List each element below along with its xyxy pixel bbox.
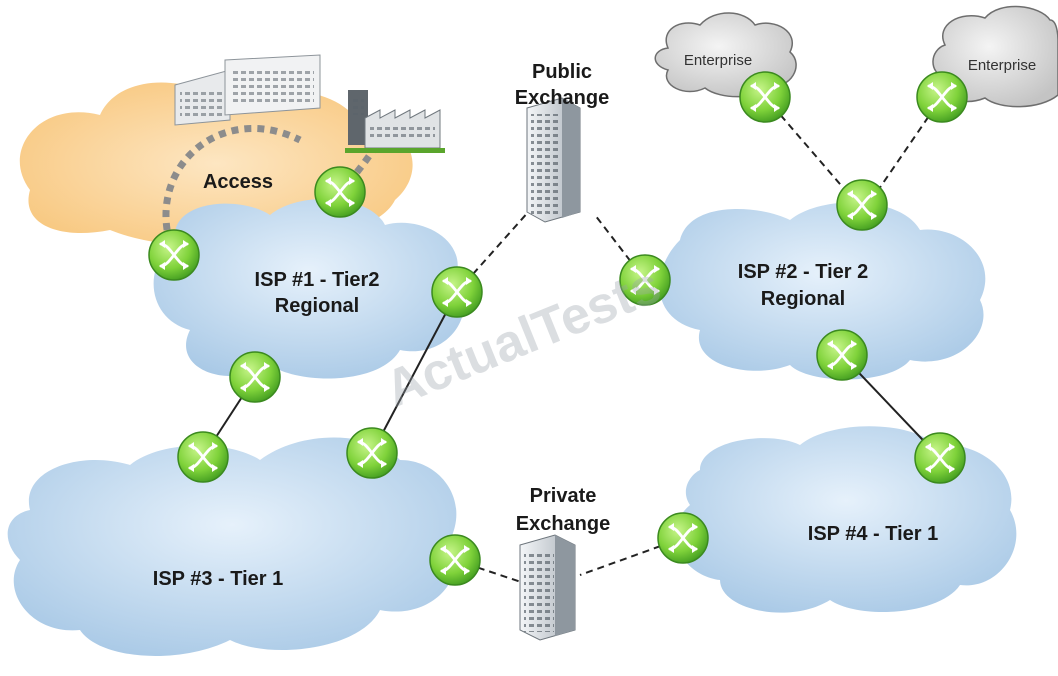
isp2-cloud bbox=[659, 202, 986, 380]
public-exchange-building bbox=[526, 97, 581, 223]
factory-icon bbox=[345, 90, 445, 153]
router-icon[interactable] bbox=[656, 511, 710, 565]
isp2-label-line1: ISP #2 - Tier 2 bbox=[738, 261, 868, 283]
isp3-cloud bbox=[7, 437, 457, 657]
isp1-label-line2: Regional bbox=[275, 295, 359, 317]
router-icon[interactable] bbox=[835, 178, 889, 232]
isp2-label-line2: Regional bbox=[761, 288, 845, 310]
access-label: Access bbox=[203, 171, 273, 193]
isp1-isp3-link-2 bbox=[371, 291, 458, 454]
enterprise-left-label: Enterprise bbox=[684, 52, 752, 69]
router-icon[interactable] bbox=[915, 70, 969, 124]
router-icon[interactable] bbox=[430, 265, 484, 319]
isp1-label-line1: ISP #1 - Tier2 bbox=[255, 269, 380, 291]
router-icon[interactable] bbox=[345, 426, 399, 480]
isp1-cloud bbox=[153, 198, 464, 379]
router-icon[interactable] bbox=[428, 533, 482, 587]
router-icon[interactable] bbox=[176, 430, 230, 484]
public-exchange-label-line1: Public bbox=[532, 61, 592, 83]
enterprise-right-label: Enterprise bbox=[968, 57, 1036, 74]
router-icon[interactable] bbox=[313, 165, 367, 219]
router-icon[interactable] bbox=[147, 228, 201, 282]
private-exchange-label-line1: Private bbox=[530, 485, 597, 507]
private-exchange-building bbox=[519, 534, 576, 641]
router-icon[interactable] bbox=[738, 70, 792, 124]
office-building-icon bbox=[174, 54, 321, 126]
router-icon[interactable] bbox=[228, 350, 282, 404]
isp4-label: ISP #4 - Tier 1 bbox=[808, 523, 938, 545]
router-icon[interactable] bbox=[815, 328, 869, 382]
public-exchange-label-line2: Exchange bbox=[515, 87, 609, 109]
isp3-label: ISP #3 - Tier 1 bbox=[153, 568, 283, 590]
private-exchange-label-line2: Exchange bbox=[516, 513, 610, 535]
router-icon[interactable] bbox=[913, 431, 967, 485]
access-link-left bbox=[162, 125, 302, 257]
